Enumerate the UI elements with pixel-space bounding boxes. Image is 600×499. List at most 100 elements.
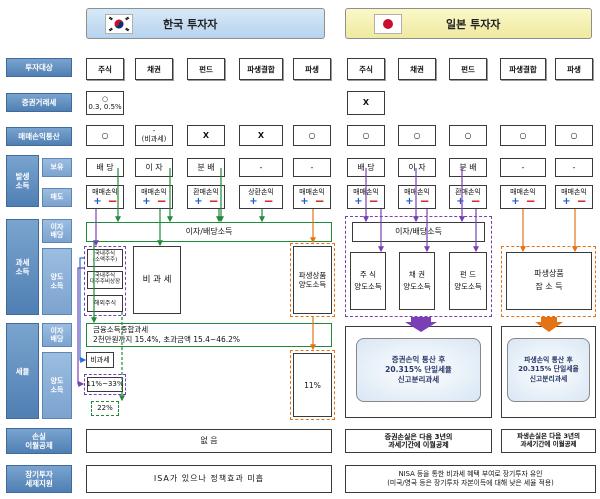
col-kr-structured: 파생결합 [239, 58, 283, 80]
japan-investor-title: 일본 투자자 [446, 17, 501, 31]
kr-offset-derivative: ○ [293, 125, 331, 146]
col-kr-bond: 채권 [135, 58, 173, 80]
label-holding: 보유 [42, 158, 72, 177]
japan-investor-header: 일본 투자자 [345, 8, 592, 39]
label-income: 발생 소득 [6, 155, 39, 207]
jp-hold-fund: 분 배 [449, 158, 487, 177]
label-loss-carryforward: 손실 이월공제 [6, 428, 72, 454]
plus-icon: + [91, 197, 104, 207]
jp-sell-stock: 매매손익+− [347, 185, 385, 209]
col-jp-derivative: 파생 [555, 58, 593, 80]
kr-hold-structured: - [239, 158, 283, 177]
korea-investor-header: 한국 투자자 [86, 8, 325, 39]
col-jp-stock: 주식 [347, 58, 385, 80]
label-long-term: 장기투자 세제지원 [6, 465, 72, 493]
kr-hold-fund: 분 배 [187, 158, 225, 177]
kr-foreign-stock: 해외주식 [87, 295, 123, 312]
kr-deriv-rate-frame [290, 350, 335, 420]
jp-hold-structured: - [500, 158, 546, 177]
jp-long-term-support: NISA 등을 통한 비과세 혜택 부여로 장기투자 유인 (미국/영국 등은 … [345, 465, 596, 493]
kr-progressive-rate: 11%~33% [87, 377, 124, 392]
jp-stock-transfer: 주 식 양도소득 [350, 252, 386, 310]
kr-hold-derivative: - [293, 158, 331, 177]
jp-sell-fund: 환매손익+− [449, 185, 487, 209]
kr-foreign-rate: 22% [91, 401, 119, 416]
kr-offset-stock: ○ [86, 125, 124, 146]
jp-sell-derivative: 매매손익+− [555, 185, 593, 209]
kr-financial-income-tax: 금융소득종합과세 2천만원까지 15.4%, 초과금액 15.4~46.2% [86, 323, 332, 347]
jp-sell-structured: 매매손익+− [500, 185, 546, 209]
label-rate-interest: 이자 배당 [42, 323, 72, 347]
plus-icon: + [192, 197, 205, 207]
minus-icon: − [576, 194, 587, 209]
jp-loss-carryforward-derivative: 파생손실은 다음 3년의 과세기간에 이월공제 [501, 429, 596, 453]
col-kr-stock: 주식 [86, 58, 124, 80]
label-securities-tax: 증권거래세 [6, 93, 72, 112]
kr-deriv-rate: 11% [293, 353, 332, 417]
plus-icon: + [509, 197, 522, 207]
minus-icon: − [156, 194, 167, 209]
jp-bond-transfer: 채 권 양도소득 [399, 252, 435, 310]
jp-securities-tax: X [347, 91, 385, 115]
plus-icon: + [247, 197, 260, 207]
jp-offset-fund: ○ [449, 125, 487, 146]
jp-offset-structured: ○ [500, 125, 546, 146]
kr-long-term-support: ISA가 있으나 정책효과 미흡 [86, 465, 332, 493]
jp-sell-bond: 매매손익+− [398, 185, 436, 209]
kr-loss-carryforward: 없 음 [86, 429, 332, 453]
kr-offset-structured: X [239, 125, 283, 146]
japan-flag-icon [374, 13, 402, 34]
kr-domestic-small: 국내주식(소액주주) [87, 249, 123, 267]
jp-offset-bond: ○ [398, 125, 436, 146]
label-selling: 매도 [42, 188, 72, 207]
kr-sell-stock: 매매손익+− [86, 185, 124, 209]
kr-sell-bond: 매매손익+− [135, 185, 173, 209]
kr-sell-fund: 환매손익+− [187, 185, 225, 209]
jp-offset-stock: ○ [347, 125, 385, 146]
minus-icon: − [525, 194, 536, 209]
col-jp-bond: 채권 [398, 58, 436, 80]
jp-taxable-interest-dividend: 이자/배당소득 [352, 222, 485, 242]
col-jp-structured: 파생결합 [500, 58, 546, 80]
kr-hold-stock: 배 당 [86, 158, 124, 177]
col-jp-fund: 펀드 [449, 58, 487, 80]
minus-icon: − [470, 194, 481, 209]
kr-progressive-frame [84, 374, 126, 395]
plus-icon: + [352, 197, 365, 207]
minus-icon: − [314, 194, 325, 209]
jp-fund-transfer: 펀 드 양도소득 [449, 252, 487, 310]
label-tax-rate: 세율 [6, 323, 39, 419]
jp-hold-bond: 이 자 [398, 158, 436, 177]
minus-icon: − [208, 194, 219, 209]
label-rate-transfer: 양도 소득 [42, 352, 72, 419]
korea-flag-icon [105, 13, 133, 34]
kr-sell-derivative: 매매손익+− [293, 185, 331, 209]
jp-hold-stock: 배 당 [347, 158, 385, 177]
kr-nontax: 비 과 세 [133, 246, 181, 314]
col-kr-fund: 펀드 [187, 58, 225, 80]
label-offset: 매매손익통산 [6, 127, 72, 146]
plus-icon: + [140, 197, 153, 207]
col-kr-derivative: 파생 [293, 58, 331, 80]
kr-sell-structured: 상환손익+− [239, 185, 283, 209]
minus-icon: − [263, 194, 274, 209]
jp-offset-derivative: ○ [555, 125, 593, 146]
jp-deriv-misc-income: 파생상품 잡 소 득 [506, 252, 592, 310]
korea-investor-title: 한국 투자자 [163, 17, 218, 31]
jp-deriv-rate-cloud: 파생손익 통산 후 20.315% 단일세율 신고분리과세 [507, 338, 590, 402]
jp-loss-carryforward-securities: 증권손실은 다음 3년의 과세기간에 이월공제 [345, 429, 492, 453]
kr-securities-tax: ○ 0.3, 0.5% [86, 91, 124, 115]
jp-deriv-frame [501, 246, 596, 317]
label-investment-target: 투자대상 [6, 58, 72, 77]
plus-icon: + [403, 197, 416, 207]
plus-icon: + [454, 197, 467, 207]
minus-icon: − [419, 194, 430, 209]
minus-icon: − [368, 194, 379, 209]
label-taxable-transfer: 양도 소득 [42, 248, 72, 315]
jp-securities-rate-cloud: 증권손익 통산 후 20.315% 단일세율 신고분리과세 [356, 338, 481, 402]
kr-deriv-transfer-frame [290, 243, 335, 317]
plus-icon: + [560, 197, 573, 207]
kr-hold-bond: 이 자 [135, 158, 173, 177]
kr-taxable-interest-dividend: 이자/배당소득 [86, 222, 332, 242]
